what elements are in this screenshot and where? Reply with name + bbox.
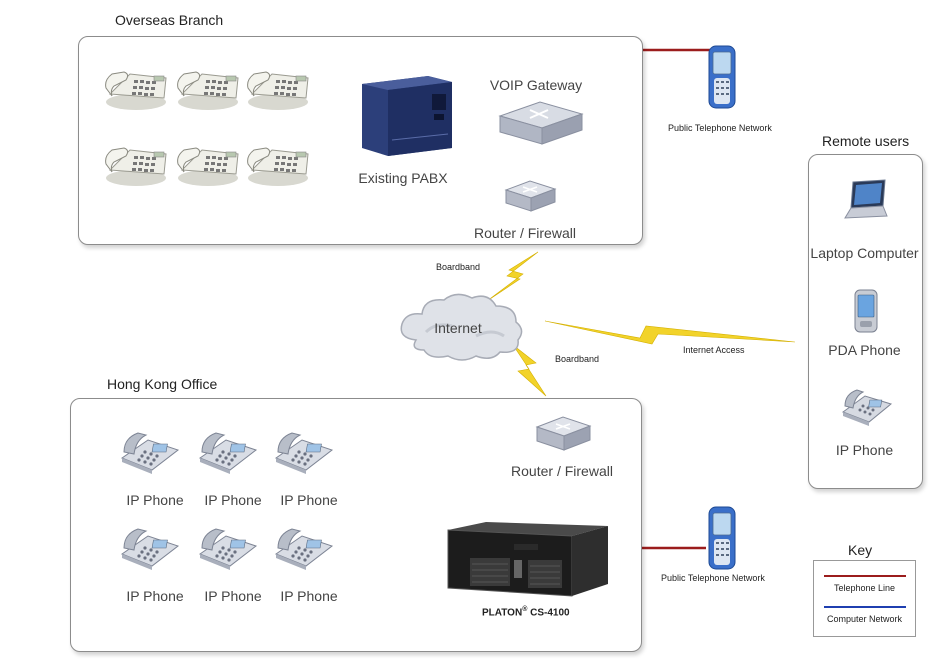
ip-phone-label: IP Phone xyxy=(204,492,262,508)
server-registered-mark: ® xyxy=(522,606,528,613)
hong-kong-office-title: Hong Kong Office xyxy=(107,376,218,392)
ip-phone-label: IP Phone xyxy=(280,492,338,508)
voip-gateway-icon xyxy=(498,101,584,145)
hk-router-icon xyxy=(535,416,592,451)
overseas-router-icon xyxy=(504,180,557,212)
pabx-label: Existing PABX xyxy=(358,170,448,186)
ip-phone-icon xyxy=(121,528,179,571)
server-icon xyxy=(447,522,608,597)
ip-phone-label: IP Phone xyxy=(126,588,184,604)
overseas-branch-title: Overseas Branch xyxy=(115,12,224,28)
legend-telephone-swatch xyxy=(824,575,906,577)
ip-phone-icon xyxy=(199,432,257,475)
key-legend-box: Telephone Line Computer Network xyxy=(813,560,916,637)
server-model-label: PLATON® CS-4100 xyxy=(482,606,570,618)
lightning-bolt-bottom xyxy=(512,344,547,397)
hk-router-label: Router / Firewall xyxy=(511,463,613,479)
desk-phone xyxy=(247,71,309,111)
ip-phone-icon xyxy=(275,528,333,571)
legend-computer-label: Computer Network xyxy=(826,614,903,624)
server-brand: PLATON xyxy=(482,607,523,619)
broadband-top-label: Boardband xyxy=(436,262,481,272)
key-title: Key xyxy=(848,542,873,558)
ip-phone-label: IP Phone xyxy=(204,588,262,604)
mobile-phone-icon xyxy=(708,45,736,109)
internet-access-label: Internet Access xyxy=(683,345,745,355)
internet-cloud-icon xyxy=(400,293,523,361)
legend-computer-swatch xyxy=(824,606,906,608)
pabx-cabinet-icon xyxy=(362,76,452,156)
public-network-top-label: Public Telephone Network xyxy=(668,123,772,133)
laptop-icon xyxy=(844,179,888,219)
laptop-label: Laptop Computer xyxy=(810,245,919,261)
desk-phone xyxy=(177,71,239,111)
desk-phone xyxy=(105,71,167,111)
mobile-phone-icon xyxy=(708,506,736,570)
ip-phone-label: IP Phone xyxy=(280,588,338,604)
internet-label: Internet xyxy=(434,320,482,336)
public-network-bottom-label: Public Telephone Network xyxy=(661,573,765,583)
remote-ip-phone-label: IP Phone xyxy=(835,442,894,458)
pda-phone-label: PDA Phone xyxy=(828,342,901,358)
remote-users-title: Remote users xyxy=(822,133,910,149)
remote-ip-phone-icon xyxy=(841,389,893,426)
pda-phone-icon xyxy=(854,289,878,333)
ip-phone-icon xyxy=(121,432,179,475)
desk-phone xyxy=(105,147,167,187)
voip-gateway-label: VOIP Gateway xyxy=(489,77,583,93)
ip-phone-icon xyxy=(199,528,257,571)
broadband-bottom-label: Boardband xyxy=(555,354,600,364)
server-model: CS-4100 xyxy=(530,607,570,619)
lightning-bolt-right xyxy=(544,320,796,345)
overseas-desk-phones xyxy=(105,71,309,187)
ip-phone-icon xyxy=(275,432,333,475)
overseas-router-label: Router / Firewall xyxy=(474,225,576,241)
legend-telephone-label: Telephone Line xyxy=(833,583,896,593)
desk-phone xyxy=(247,147,309,187)
desk-phone xyxy=(177,147,239,187)
ip-phone-label: IP Phone xyxy=(126,492,184,508)
